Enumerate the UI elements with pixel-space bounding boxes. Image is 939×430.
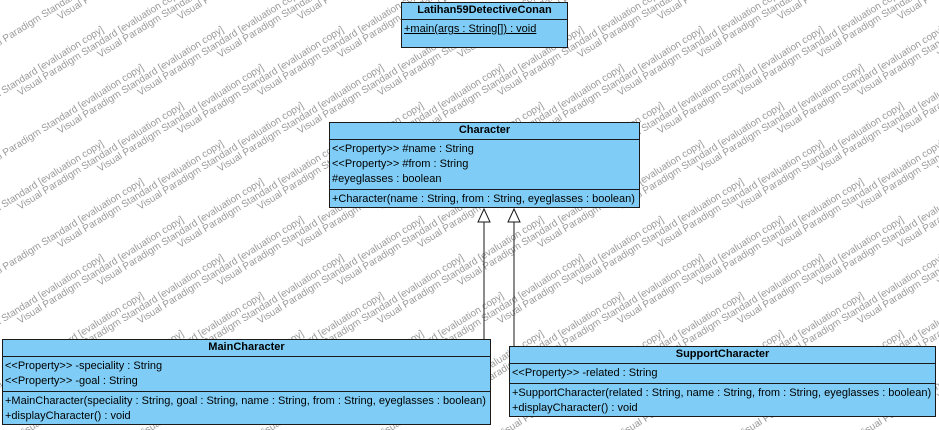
class-name: Latihan59DetectiveConan <box>402 3 567 20</box>
class-name: MainCharacter <box>3 340 490 357</box>
watermark-text: Visual Paradigm Standard [evaluation cop… <box>0 0 106 23</box>
operation-constructor: +MainCharacter(speciality : String, goal… <box>5 395 486 407</box>
watermark-text: Visual Paradigm Standard [evaluation cop… <box>176 24 346 136</box>
class-latihan59detectiveconan[interactable]: Latihan59DetectiveConan +main(args : Str… <box>401 2 568 48</box>
watermark-text: Visual Paradigm Standard [evaluation cop… <box>376 214 546 326</box>
watermark-text: Visual Paradigm Standard [evaluation cop… <box>856 100 939 212</box>
watermark-text: Visual Paradigm Standard [evaluation cop… <box>816 0 939 61</box>
watermark-text: Visual Paradigm Standard [evaluation cop… <box>0 176 146 288</box>
watermark-text: Visual Paradigm Standard [evaluation cop… <box>616 0 786 99</box>
watermark-text: Visual Paradigm Standard [evaluation cop… <box>176 138 346 250</box>
watermark-text: Visual Paradigm Standard [evaluation cop… <box>856 0 939 99</box>
watermark-text: Visual Paradigm Standard [evaluation cop… <box>56 0 226 23</box>
watermark-text: Visual Paradigm Standard [evaluation cop… <box>0 62 146 174</box>
class-supportcharacter[interactable]: SupportCharacter <<Property>> -related :… <box>509 346 936 417</box>
class-name: SupportCharacter <box>510 347 935 364</box>
watermark-text: Visual Paradigm Standard [evaluation cop… <box>696 176 866 288</box>
watermark-text: Visual Paradigm Standard [evaluation cop… <box>656 138 826 250</box>
generalization-arrowhead <box>507 207 521 223</box>
watermark-text: Visual Paradigm Standard [evaluation cop… <box>736 214 906 326</box>
watermark-text: Visual Paradigm Standard [evaluation cop… <box>136 0 306 99</box>
watermark-text: Visual Paradigm Standard [evaluation cop… <box>256 214 426 326</box>
generalization-arrowhead <box>477 207 491 223</box>
operations-compartment: +main(args : String[]) : void <box>402 20 567 39</box>
attribute-eyeglasses: #eyeglasses : boolean <box>332 173 442 185</box>
class-name: Character <box>330 123 639 140</box>
watermark-text: Visual Paradigm Standard [evaluation cop… <box>0 24 106 136</box>
attribute-related: <<Property>> -related : String <box>512 367 658 379</box>
watermark-text: Visual Paradigm Standard [evaluation cop… <box>16 0 186 99</box>
watermark-text: Visual Paradigm Standard [evaluation cop… <box>696 0 866 61</box>
class-character[interactable]: Character <<Property>> #name : String <<… <box>329 122 640 208</box>
watermark-text: Visual Paradigm Standard [evaluation cop… <box>896 24 939 136</box>
operations-compartment: +MainCharacter(speciality : String, goal… <box>3 392 490 426</box>
watermark-text: Visual Paradigm Standard [evaluation cop… <box>56 24 226 136</box>
watermark-text: Visual Paradigm Standard [evaluation cop… <box>696 62 866 174</box>
watermark-text: Visual Paradigm Standard [evaluation cop… <box>776 138 939 250</box>
watermark-text: Visual Paradigm Standard [evaluation cop… <box>16 214 186 326</box>
watermark-text: Visual Paradigm Standard [evaluation cop… <box>136 100 306 212</box>
attributes-compartment: <<Property>> #name : String <<Property>>… <box>330 140 639 190</box>
class-maincharacter[interactable]: MainCharacter <<Property>> -speciality :… <box>2 339 491 425</box>
watermark-text: Visual Paradigm Standard [evaluation cop… <box>896 0 939 23</box>
watermark-text: Visual Paradigm Standard [evaluation cop… <box>656 0 826 23</box>
attributes-compartment: <<Property>> -related : String <box>510 364 935 384</box>
watermark-text: Visual Paradigm Standard [evaluation cop… <box>16 100 186 212</box>
attribute-name: <<Property>> #name : String <box>332 143 474 155</box>
watermark-text: Visual Paradigm Standard [evaluation cop… <box>736 0 906 99</box>
watermark-text: Visual Paradigm Standard [evaluation cop… <box>496 214 666 326</box>
attributes-compartment: <<Property>> -speciality : String <<Prop… <box>3 357 490 392</box>
watermark-text: Visual Paradigm Standard [evaluation cop… <box>0 0 146 61</box>
generalization-supportcharacter-to-character[interactable] <box>507 207 521 346</box>
attribute-from: <<Property>> #from : String <box>332 158 469 170</box>
watermark-text: Visual Paradigm Standard [evaluation cop… <box>616 100 786 212</box>
operations-compartment: +SupportCharacter(related : String, name… <box>510 384 935 418</box>
watermark-text: Visual Paradigm Standard [evaluation cop… <box>56 138 226 250</box>
watermark-text: Visual Paradigm Standard [evaluation cop… <box>216 0 386 61</box>
watermark-text: Visual Paradigm Standard [evaluation cop… <box>616 214 786 326</box>
operation-displaycharacter: +displayCharacter() : void <box>5 410 131 422</box>
watermark-text: Visual Paradigm Standard [evaluation cop… <box>656 24 826 136</box>
watermark-text: Visual Paradigm Standard [evaluation cop… <box>176 0 346 23</box>
watermark-text: Visual Paradigm Standard [evaluation cop… <box>816 176 939 288</box>
watermark-text: Visual Paradigm Standard [evaluation cop… <box>96 62 266 174</box>
watermark-text: Visual Paradigm Standard [evaluation cop… <box>96 0 266 61</box>
watermark-text: Visual Paradigm Standard [evaluation cop… <box>896 138 939 250</box>
watermark-text: Visual Paradigm Standard [evaluation cop… <box>136 214 306 326</box>
operation-constructor: +SupportCharacter(related : String, name… <box>512 387 932 399</box>
attribute-speciality: <<Property>> -speciality : String <box>5 360 163 372</box>
watermark-text: Visual Paradigm Standard [evaluation cop… <box>0 138 106 250</box>
watermark-text: Visual Paradigm Standard [evaluation cop… <box>776 24 939 136</box>
watermark-text: Visual Paradigm Standard [evaluation cop… <box>856 214 939 326</box>
watermark-text: Visual Paradigm Standard [evaluation cop… <box>576 0 746 61</box>
operation-displaycharacter: +displayCharacter() : void <box>512 402 638 414</box>
watermark-text: Visual Paradigm Standard [evaluation cop… <box>776 0 939 23</box>
operation-constructor: +Character(name : String, from : String,… <box>332 193 635 205</box>
watermark-text: Visual Paradigm Standard [evaluation cop… <box>96 176 266 288</box>
attribute-goal: <<Property>> -goal : String <box>5 375 138 387</box>
watermark-text: Visual Paradigm Standard [evaluation cop… <box>736 100 906 212</box>
operations-compartment: +Character(name : String, from : String,… <box>330 190 639 209</box>
generalization-maincharacter-to-character[interactable] <box>477 207 491 339</box>
operation-main: +main(args : String[]) : void <box>404 23 537 35</box>
watermark-text: Visual Paradigm Standard [evaluation cop… <box>816 62 939 174</box>
